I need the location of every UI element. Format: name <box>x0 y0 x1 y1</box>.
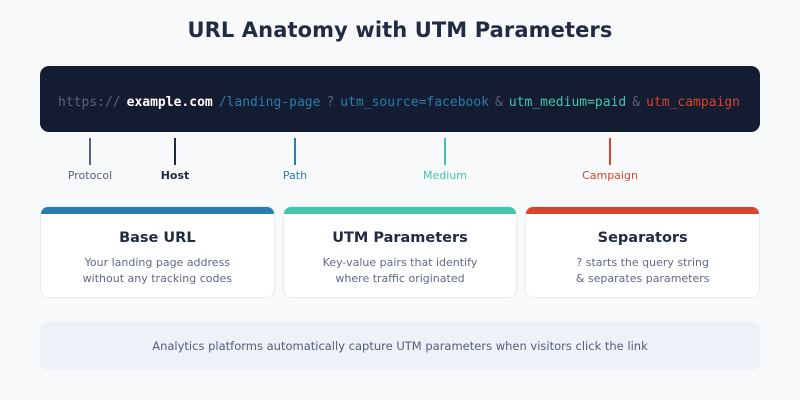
connector-label-campaign: Campaign <box>582 169 638 182</box>
footer-note: Analytics platforms automatically captur… <box>40 322 760 370</box>
connector-line-medium <box>444 138 446 165</box>
url-segment-query-start: ? <box>326 95 335 110</box>
url-segment-protocol: https:// <box>58 95 121 110</box>
card-description-line-2: & separates parameters <box>575 272 710 285</box>
connector-line-path <box>294 138 296 165</box>
card-description-line-1: Key-value pairs that identify <box>322 256 478 269</box>
connector-line-host <box>174 138 176 165</box>
connector-line-protocol <box>89 138 91 165</box>
url-segment-ampersand-1: & <box>495 95 503 110</box>
url-segment-utm-campaign: utm_campaign <box>646 95 740 110</box>
card-description-line-2: where traffic originated <box>335 272 465 285</box>
card-description: ? starts the query string & separates pa… <box>566 255 720 287</box>
card-title: Base URL <box>119 230 196 246</box>
card-accent-bar <box>41 207 274 214</box>
card-description-line-1: Your landing page address <box>84 256 231 269</box>
card-description-line-1: ? starts the query string <box>576 256 709 269</box>
connector-line-campaign <box>609 138 611 165</box>
card-description-line-2: without any tracking codes <box>82 272 232 285</box>
url-segment-path: /landing-page <box>218 95 321 110</box>
footer-note-text: Analytics platforms automatically captur… <box>152 339 648 353</box>
card-description: Your landing page address without any tr… <box>73 255 242 287</box>
connector-label-protocol: Protocol <box>67 169 113 182</box>
info-card-utm-parameters: UTM Parameters Key-value pairs that iden… <box>282 206 518 298</box>
url-string: https:// example.com/landing-page? utm_sou… <box>58 92 800 114</box>
info-card-base-url: Base URL Your landing page address witho… <box>40 206 275 298</box>
url-segment-ampersand-2: & <box>632 95 641 110</box>
url-segment-utm-source: utm_source=facebook <box>340 95 490 110</box>
page-title: URL Anatomy with UTM Parameters <box>187 18 613 42</box>
card-title: Separators <box>597 230 688 246</box>
connector-label-path: Path <box>282 169 308 182</box>
url-segment-host: example.com <box>126 95 213 110</box>
info-card-group: Base URL Your landing page address witho… <box>40 206 761 298</box>
card-title: UTM Parameters <box>332 230 468 246</box>
connector-label-host: Host <box>160 169 190 182</box>
url-bar-panel <box>40 66 760 132</box>
url-segment-utm-medium: utm_medium=paid <box>508 95 627 110</box>
info-card-separators: Separators ? starts the query string & s… <box>525 206 761 298</box>
connector-label-medium: Medium <box>423 169 467 182</box>
card-accent-bar <box>526 207 760 214</box>
card-description: Key-value pairs that identify where traf… <box>313 255 488 287</box>
card-accent-bar <box>283 207 517 214</box>
